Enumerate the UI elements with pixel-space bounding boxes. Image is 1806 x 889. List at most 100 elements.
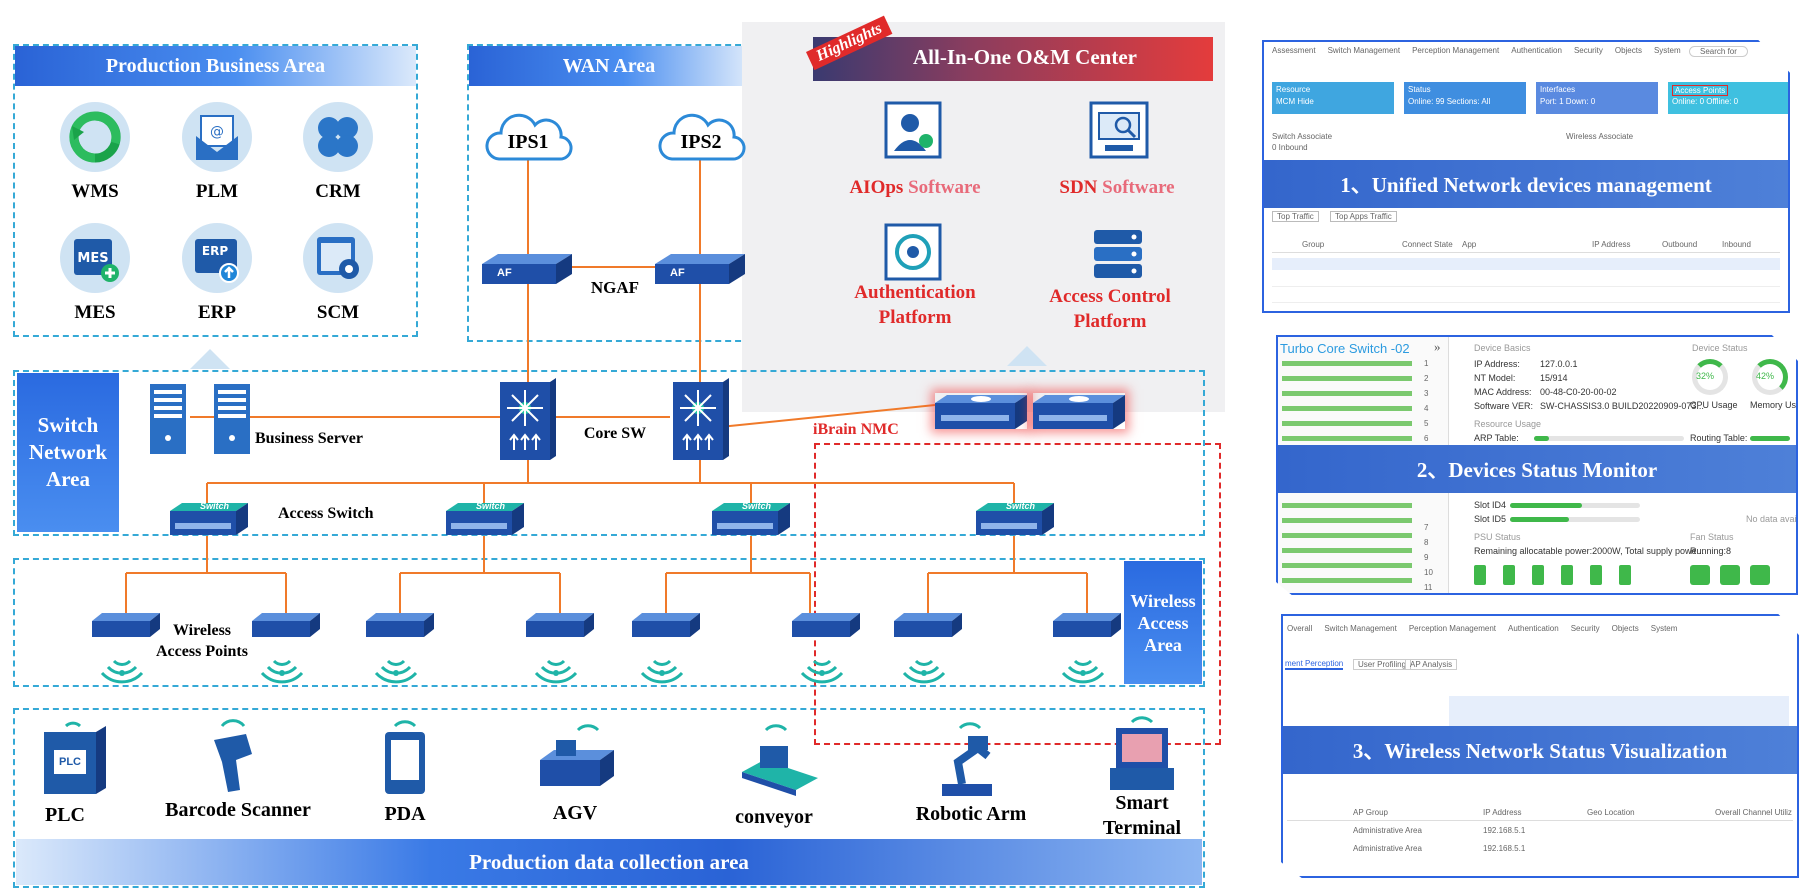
p2-slot-11: 11 xyxy=(1424,583,1433,592)
pda-label: PDA xyxy=(384,803,426,825)
p3-nav-6[interactable]: System xyxy=(1650,624,1678,633)
p1-nav-1[interactable]: Switch Management xyxy=(1327,46,1401,55)
access-switch-icon-1: Switch xyxy=(170,501,248,535)
ibrain-nmc-label: iBrain NMC xyxy=(813,421,899,438)
access-switch-badge-4: Switch xyxy=(1006,501,1036,511)
p3-tab-perception[interactable]: ment Perception xyxy=(1285,659,1344,670)
p1-col-inbound: Inbound xyxy=(1722,240,1751,249)
access-switch-icon-3: Switch xyxy=(712,501,790,535)
side-panel-wireless-visualization: Overall Switch Management Perception Man… xyxy=(1281,614,1799,878)
p1-search-input[interactable]: Search for xyxy=(1689,46,1748,57)
ips2-cloud-icon xyxy=(658,111,746,163)
production-data-area-header: Production data collection area xyxy=(16,839,1202,885)
p3-table-header: AP Group IP Address Geo Location Overall… xyxy=(1287,808,1793,821)
p3-table-row-2[interactable]: Administrative Area 192.168.5.1 xyxy=(1287,844,1793,856)
p2-routing-bar xyxy=(1750,436,1790,441)
p1-card-access-points[interactable]: Access Points Online: 0 Offline: 0 xyxy=(1668,82,1788,114)
om-center-title-bar xyxy=(813,37,1213,81)
aiops-label-a: AIOps xyxy=(849,177,904,198)
ips1-cloud-icon xyxy=(485,111,573,163)
p2-mem-value: 42% xyxy=(1756,371,1775,381)
up-arrow-om xyxy=(1007,346,1047,366)
access-control-icon xyxy=(1088,226,1148,286)
p2-slot-6: 6 xyxy=(1424,434,1429,443)
smart-terminal-label-2: Terminal xyxy=(1102,817,1182,839)
p2-slot-10: 10 xyxy=(1424,568,1433,577)
p2-title: 2、Devices Status Monitor xyxy=(1416,458,1658,482)
p1-table-row-1[interactable] xyxy=(1272,258,1780,270)
wireless-ap-icon-4 xyxy=(526,613,594,684)
p1-nav-5[interactable]: Objects xyxy=(1614,46,1642,55)
switch-network-area-title: Switch Network Area xyxy=(28,413,108,491)
production-business-area-header: Production Business Area xyxy=(15,46,416,86)
p3-col-ap-group: AP Group xyxy=(1353,808,1388,817)
scm-label: SCM xyxy=(316,302,360,323)
p2-slot-2: 2 xyxy=(1424,374,1429,383)
production-data-area xyxy=(13,708,1205,888)
p3-table-row-1[interactable]: Administrative Area 192.168.5.1 xyxy=(1287,826,1793,838)
p1-nav-0[interactable]: Assessment xyxy=(1272,46,1316,55)
p1-card-resource[interactable]: Resource MCM Hide xyxy=(1272,82,1394,114)
p1-nav-4[interactable]: Security xyxy=(1573,46,1603,55)
wan-area-header: WAN Area xyxy=(469,46,749,86)
p2-resource-heading: Resource Usage xyxy=(1474,419,1542,429)
crm-label: CRM xyxy=(315,181,361,202)
robotic-arm-icon xyxy=(934,722,1006,798)
p2-psu-value: Remaining allocatable power:2000W, Total… xyxy=(1474,546,1704,556)
p1-sub-switch: Switch Associate xyxy=(1272,132,1333,141)
p1-table-row-2[interactable] xyxy=(1272,274,1780,287)
p2-ip-value: 127.0.0.1 xyxy=(1540,359,1578,369)
ibrain-region xyxy=(814,443,1221,745)
p1-nav-3[interactable]: Authentication xyxy=(1511,46,1562,55)
p1-title-band: 1、Unified Network devices management xyxy=(1264,160,1788,208)
p3-row2-group: Administrative Area xyxy=(1353,844,1422,853)
access-control-label-2: Platform xyxy=(1073,311,1147,332)
p3-title: 3、Wireless Network Status Visualization xyxy=(1352,739,1728,763)
p1-tab-top-apps[interactable]: Top Apps Traffic xyxy=(1330,211,1397,222)
plm-icon: @ xyxy=(182,102,252,172)
p1-card-status[interactable]: Status Online: 99 Sections: All xyxy=(1404,82,1526,114)
p1-card-interfaces[interactable]: Interfaces Port: 1 Down: 0 xyxy=(1536,82,1658,114)
p2-fan-value: Running:8 xyxy=(1690,546,1732,556)
wan-area-title: WAN Area xyxy=(562,54,656,77)
af-firewall-right: AF xyxy=(655,252,745,286)
p3-nav-4[interactable]: Security xyxy=(1570,624,1600,633)
p3-nav-2[interactable]: Perception Management xyxy=(1408,624,1496,633)
p1-table-row-3[interactable] xyxy=(1272,290,1780,303)
p1-col-ip: IP Address xyxy=(1592,240,1631,249)
p2-cpu-label: CPU Usage xyxy=(1690,400,1738,410)
p2-psu-fan-icons xyxy=(1474,565,1770,585)
ips2-label: IPS2 xyxy=(680,131,722,153)
ibrain-nmc-device-2 xyxy=(1033,393,1125,429)
business-server-icon-1 xyxy=(150,384,188,454)
p3-row1-ip: 192.168.5.1 xyxy=(1483,826,1526,835)
wireless-ap-icon-8 xyxy=(1053,613,1121,684)
p2-slot5-key: Slot ID5 xyxy=(1474,514,1507,524)
p1-tab-top-traffic[interactable]: Top Traffic xyxy=(1272,211,1319,222)
side-panel-status-monitor: Turbo Core Switch -02 » 1 2 3 4 5 6 7 8 … xyxy=(1276,335,1798,595)
p3-nav-1[interactable]: Switch Management xyxy=(1324,624,1397,633)
p1-card-status-sub: Online: 99 Sections: All xyxy=(1408,97,1491,106)
wireless-ap-icon-6 xyxy=(792,613,860,684)
p2-slot-1: 1 xyxy=(1424,359,1429,368)
wireless-access-area-title: Wireless Access Area xyxy=(1130,590,1196,655)
p2-status-heading: Device Status xyxy=(1692,343,1748,353)
p3-col-geo: Geo Location xyxy=(1587,808,1635,817)
p2-collapse-icon[interactable]: » xyxy=(1434,339,1441,354)
p1-nav-6[interactable]: System xyxy=(1653,46,1681,55)
p1-card-interfaces-sub: Port: 1 Down: 0 xyxy=(1540,97,1596,106)
p1-table-row-4[interactable] xyxy=(1272,304,1780,311)
authentication-icon xyxy=(884,223,942,281)
p3-nav-5[interactable]: Objects xyxy=(1611,624,1639,633)
p2-slot-7: 7 xyxy=(1424,523,1429,532)
smart-terminal-label-1: Smart xyxy=(1115,792,1169,814)
p3-nav-0[interactable]: Overall xyxy=(1287,624,1313,633)
p2-fan-heading: Fan Status xyxy=(1690,532,1734,542)
p3-nav-3[interactable]: Authentication xyxy=(1508,624,1559,633)
af-label-left: AF xyxy=(497,267,512,279)
p1-nav-2[interactable]: Perception Management xyxy=(1412,46,1500,55)
p1-card-ap-sub: Online: 0 Offline: 0 xyxy=(1672,97,1739,106)
mes-label: MES xyxy=(74,302,116,323)
p3-tab-user-profiling[interactable]: User Profiling xyxy=(1353,659,1412,670)
p3-tab-ap-analysis[interactable]: AP Analysis xyxy=(1405,659,1458,670)
